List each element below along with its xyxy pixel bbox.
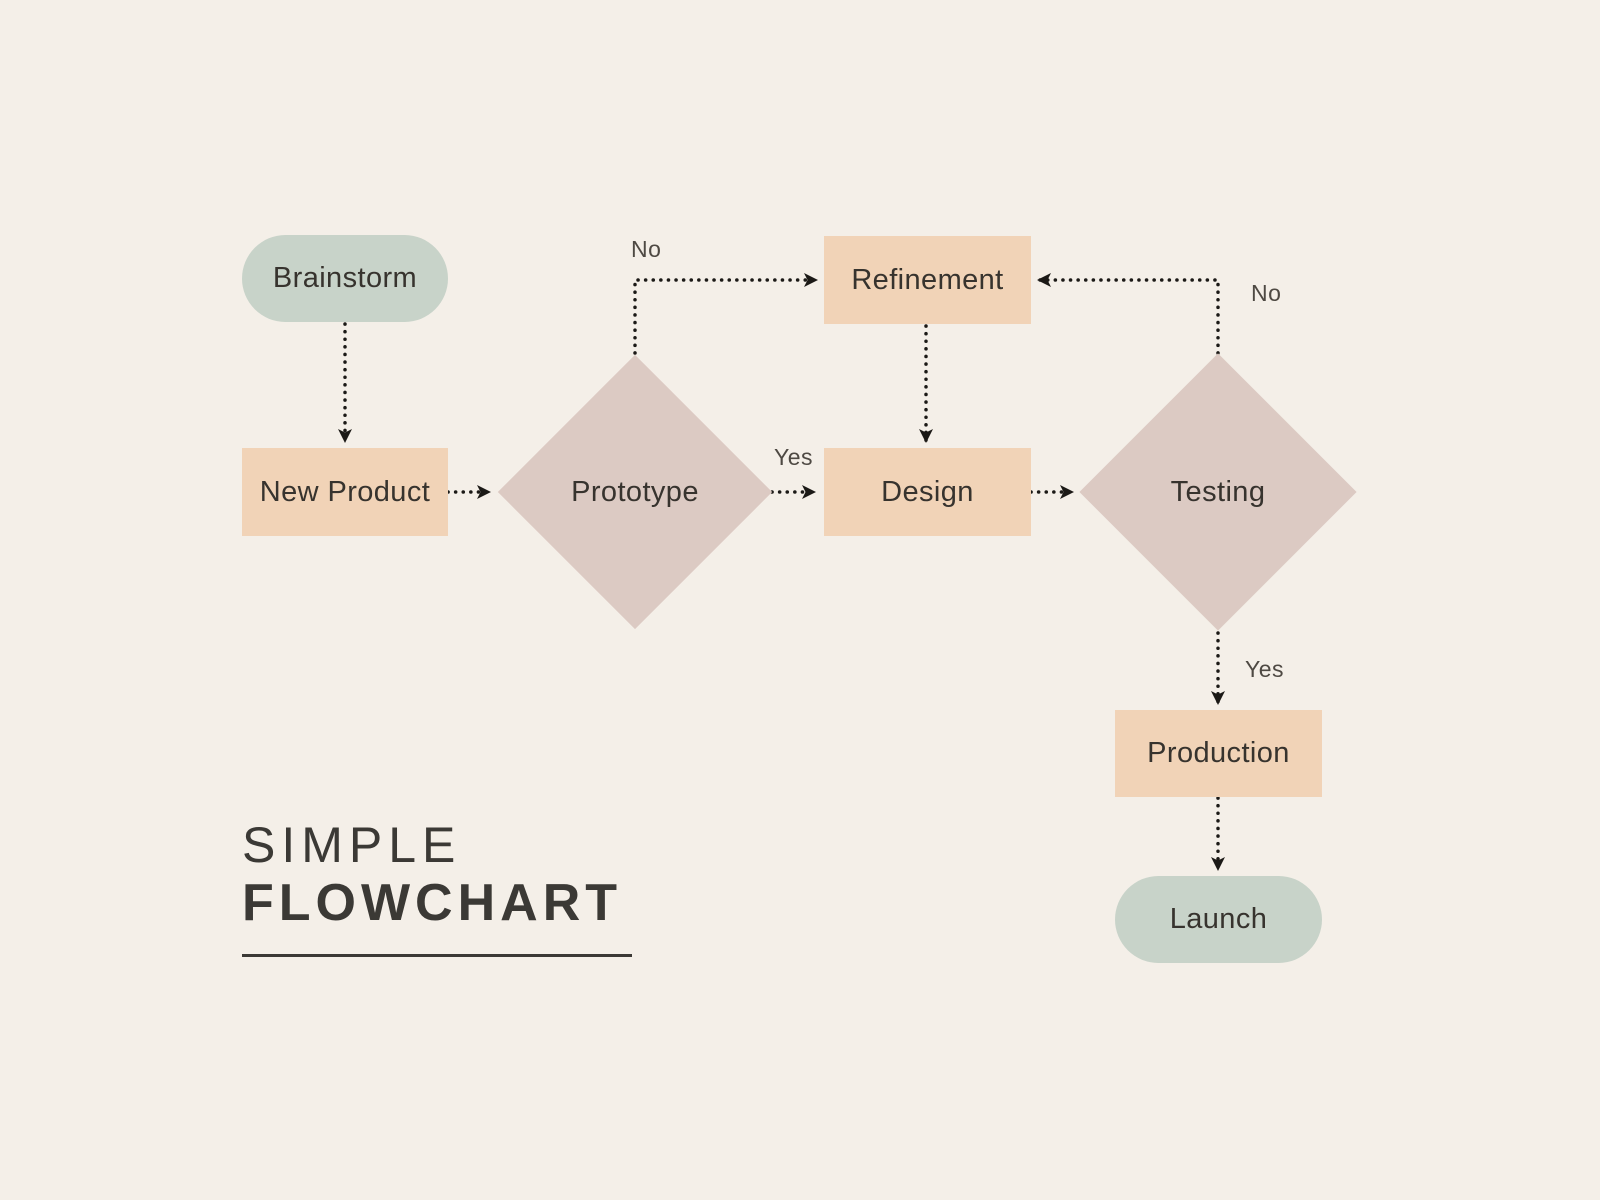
node-brainstorm-label: Brainstorm <box>272 262 418 294</box>
node-brainstorm: Brainstorm <box>242 235 448 322</box>
node-new-product-label: New Product <box>259 475 431 508</box>
node-testing: Testing <box>1079 353 1357 631</box>
edge-prototype-to-refinement-no <box>633 273 818 355</box>
node-prototype: Prototype <box>497 354 773 630</box>
edge-label-prototype-no: No <box>631 236 662 262</box>
title-block: SIMPLE FLOWCHART <box>242 816 632 957</box>
node-prototype-label: Prototype <box>571 475 699 508</box>
node-launch: Launch <box>1115 876 1322 963</box>
node-production: Production <box>1115 710 1322 797</box>
node-new-product: New Product <box>242 448 448 536</box>
node-testing-label: Testing <box>1170 475 1266 508</box>
node-refinement: Refinement <box>824 236 1031 324</box>
edge-label-testing-no: No <box>1251 280 1282 306</box>
edge-label-prototype-yes: Yes <box>774 444 814 470</box>
title-line-2: FLOWCHART <box>242 874 623 932</box>
edge-label-testing-yes: Yes <box>1245 656 1285 682</box>
node-production-label: Production <box>1147 737 1290 769</box>
node-refinement-label: Refinement <box>851 263 1004 296</box>
title-line-1: SIMPLE <box>242 817 462 873</box>
node-launch-label: Launch <box>1169 903 1268 935</box>
node-design: Design <box>824 448 1031 536</box>
edge-testing-to-refinement-no <box>1037 273 1220 355</box>
title-underline <box>242 954 632 957</box>
node-design-label: Design <box>881 475 974 508</box>
